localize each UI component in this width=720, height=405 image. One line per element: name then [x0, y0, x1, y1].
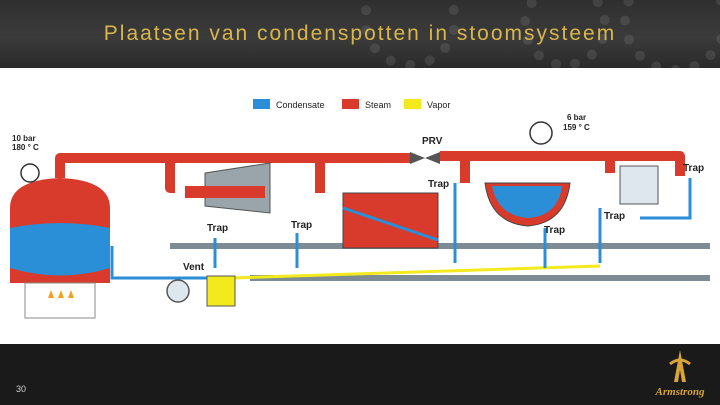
legend-swatch-steam: [342, 99, 359, 109]
steam-system-diagram: Condensate Steam Vapor: [0, 68, 720, 344]
downstream-pressure-gauge: [529, 121, 553, 145]
condensate-pump: [166, 279, 190, 303]
boiler-pressure-gauge: [20, 163, 40, 183]
trap-label-unit-heater: Trap: [604, 211, 625, 222]
steam-tank: [342, 192, 439, 249]
legend-swatch-condensate: [253, 99, 270, 109]
boiler: [10, 178, 110, 319]
unit-heater: [619, 165, 659, 205]
vent-receiver: [206, 275, 236, 307]
brand-name: Armstrong: [655, 386, 705, 398]
gear-decoration: [520, 0, 610, 68]
downstream-pressure-label: 6 bar: [567, 113, 586, 122]
legend-label-steam: Steam: [365, 100, 391, 110]
trap-label-prv: Trap: [428, 179, 449, 190]
slide-header: Plaatsen van condenspotten in stoomsyste…: [0, 0, 720, 68]
trap-label-tank: Trap: [291, 220, 312, 231]
steam-lines: [55, 151, 685, 193]
gear-decoration: [360, 0, 460, 68]
prv-label: PRV: [422, 136, 443, 147]
legend-swatch-vapor: [404, 99, 421, 109]
boiler-pressure-label: 10 bar: [12, 134, 36, 143]
legend-label-vapor: Vapor: [427, 100, 450, 110]
slide-title: Plaatsen van condenspotten in stoomsyste…: [103, 22, 617, 45]
jacketed-kettle: [484, 182, 571, 227]
armstrong-emblem-icon: [669, 350, 691, 382]
diagram-canvas: Condensate Steam Vapor: [10, 99, 710, 319]
return-pipes: [170, 243, 710, 281]
trap-label-kettle: Trap: [544, 225, 565, 236]
downstream-temp-label: 159 ° C: [563, 123, 590, 132]
slide-footer: 30 Armstrong: [0, 344, 720, 405]
legend-label-condensate: Condensate: [276, 100, 325, 110]
boiler-temp-label: 180 ° C: [12, 143, 39, 152]
trap-label-end-of-main: Trap: [683, 163, 704, 174]
armstrong-logo: Armstrong: [640, 344, 720, 405]
trap-label-heat-exchanger: Trap: [207, 223, 228, 234]
legend: Condensate Steam Vapor: [253, 99, 450, 110]
gear-decoration: [620, 0, 720, 68]
prv-valve: [410, 152, 440, 164]
condensate-lines: [110, 178, 692, 280]
heat-exchanger: [185, 162, 271, 214]
page-number: 30: [16, 384, 27, 394]
vapor-line: [231, 264, 601, 280]
vent-label: Vent: [183, 262, 205, 273]
